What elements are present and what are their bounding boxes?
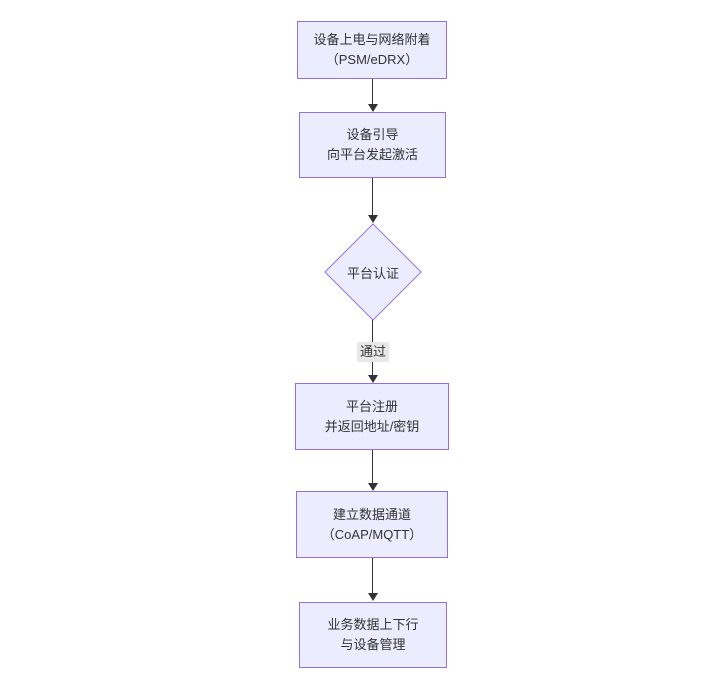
node-register-line2: 并返回地址/密钥	[324, 418, 420, 434]
arrowhead-down-icon	[368, 483, 378, 491]
node-business-line2: 与设备管理	[340, 637, 406, 652]
node-auth-label: 平台认证	[346, 265, 399, 281]
node-bootstrap: 设备引导 向平台发起激活	[299, 112, 446, 178]
node-auth-decision: 平台认证	[322, 223, 424, 321]
node-power-attach-line1: 设备上电与网络附着	[313, 32, 431, 47]
arrowhead-down-icon	[368, 215, 378, 223]
arrowhead-down-icon	[368, 375, 378, 383]
edge-line-4	[372, 450, 373, 484]
node-data-channel: 建立数据通道 （CoAP/MQTT）	[296, 491, 448, 558]
edge-label-pass: 通过	[356, 342, 390, 362]
node-business-line1: 业务数据上下行	[327, 617, 419, 632]
edge-line-2	[372, 178, 373, 216]
node-data-channel-line2: （CoAP/MQTT）	[321, 526, 423, 542]
node-power-attach-line2: （PSM/eDRX）	[325, 52, 419, 67]
node-bootstrap-line2: 向平台发起激活	[326, 147, 418, 162]
node-power-attach: 设备上电与网络附着 （PSM/eDRX）	[297, 21, 447, 79]
arrowhead-down-icon	[368, 104, 378, 112]
node-bootstrap-line1: 设备引导	[346, 127, 399, 142]
edge-line-1	[372, 79, 373, 105]
edge-line-5	[372, 558, 373, 594]
node-register-line1: 平台注册	[345, 398, 398, 414]
node-data-channel-line1: 建立数据通道	[332, 506, 411, 522]
node-register: 平台注册 并返回地址/密钥	[295, 383, 449, 450]
arrowhead-down-icon	[368, 593, 378, 601]
node-business: 业务数据上下行 与设备管理	[299, 602, 447, 668]
